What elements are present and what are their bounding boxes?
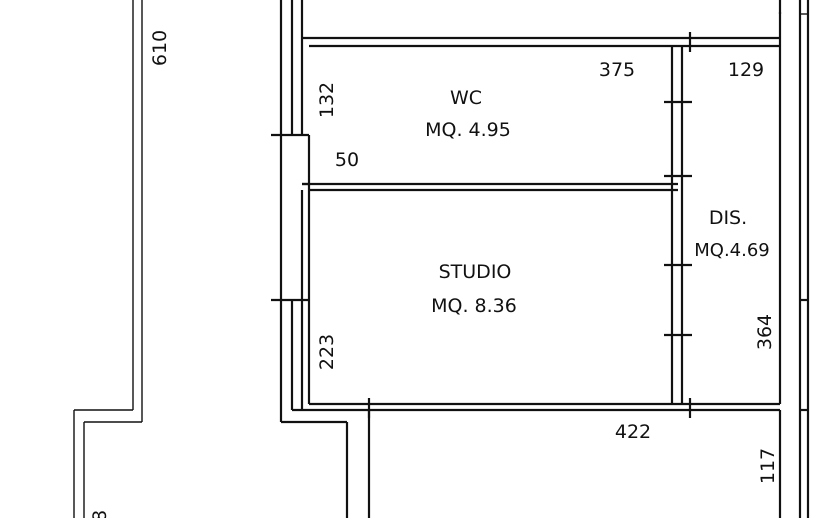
dimension-132: 132 <box>316 82 338 118</box>
wc-left-wall <box>300 0 311 410</box>
dimension-375: 375 <box>599 59 635 81</box>
right-exterior-wall <box>778 0 810 518</box>
dis-room-area: MQ.4.69 <box>694 240 770 261</box>
studio-room-area: MQ. 8.36 <box>431 295 517 317</box>
left-exterior-wall <box>279 0 371 518</box>
dimension-422: 422 <box>615 421 651 443</box>
dimension-ticks <box>271 12 808 418</box>
left-terrace-outline <box>73 0 143 518</box>
dimension-223: 223 <box>316 334 338 370</box>
wc-top-wall <box>302 0 782 48</box>
wc-studio-partition <box>302 182 678 192</box>
dimension-129: 129 <box>728 59 764 81</box>
dimension-364: 364 <box>754 314 776 350</box>
studio-bottom-wall <box>309 402 780 412</box>
dimension-117: 117 <box>757 448 779 484</box>
dimension-partial: 8 <box>89 510 111 518</box>
studio-room-name: STUDIO <box>439 261 512 283</box>
studio-right-wall <box>670 46 684 404</box>
wc-room-area: MQ. 4.95 <box>425 119 511 141</box>
dis-room-name: DIS. <box>709 207 747 229</box>
dimension-50: 50 <box>335 149 359 171</box>
dimension-610: 610 <box>149 30 171 66</box>
wc-room-name: WC <box>450 87 482 109</box>
